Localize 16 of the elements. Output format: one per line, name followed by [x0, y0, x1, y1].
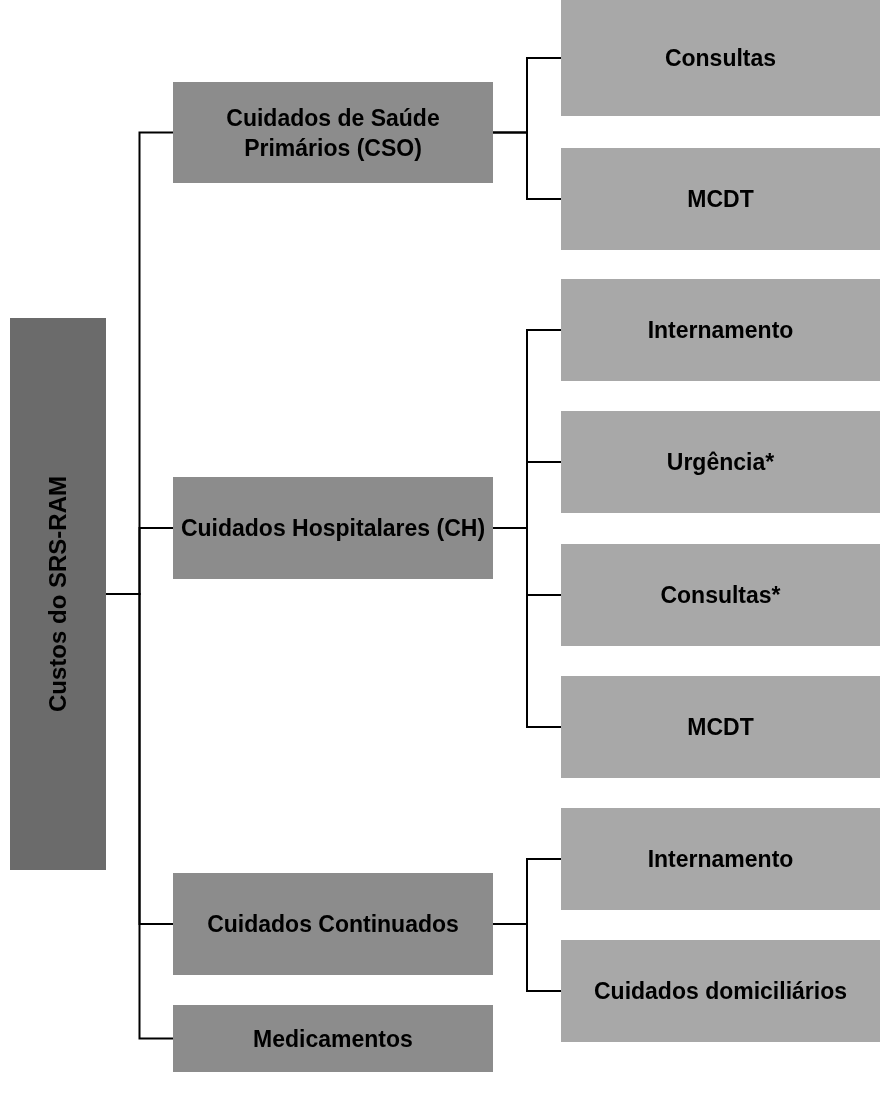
subcategory-box: Internamento — [561, 279, 880, 381]
connector-line — [492, 527, 562, 728]
connector-line — [492, 131, 562, 200]
root-box: Custos do SRS-RAM — [10, 318, 106, 870]
subcategory-box: Internamento — [561, 808, 880, 910]
category-box: Cuidados de Saúde Primários (CSO) — [173, 82, 493, 183]
subcategory-box: Urgência* — [561, 411, 880, 513]
connector-line — [492, 923, 562, 992]
subcategory-box: Cuidados domiciliários — [561, 940, 880, 1042]
subcategory-box: MCDT — [561, 148, 880, 250]
subcategory-box: Consultas — [561, 0, 880, 116]
category-box: Cuidados Hospitalares (CH) — [173, 477, 493, 579]
subcategory-box: MCDT — [561, 676, 880, 778]
category-box: Medicamentos — [173, 1005, 493, 1072]
subcategory-box: Consultas* — [561, 544, 880, 646]
category-box: Cuidados Continuados — [173, 873, 493, 975]
